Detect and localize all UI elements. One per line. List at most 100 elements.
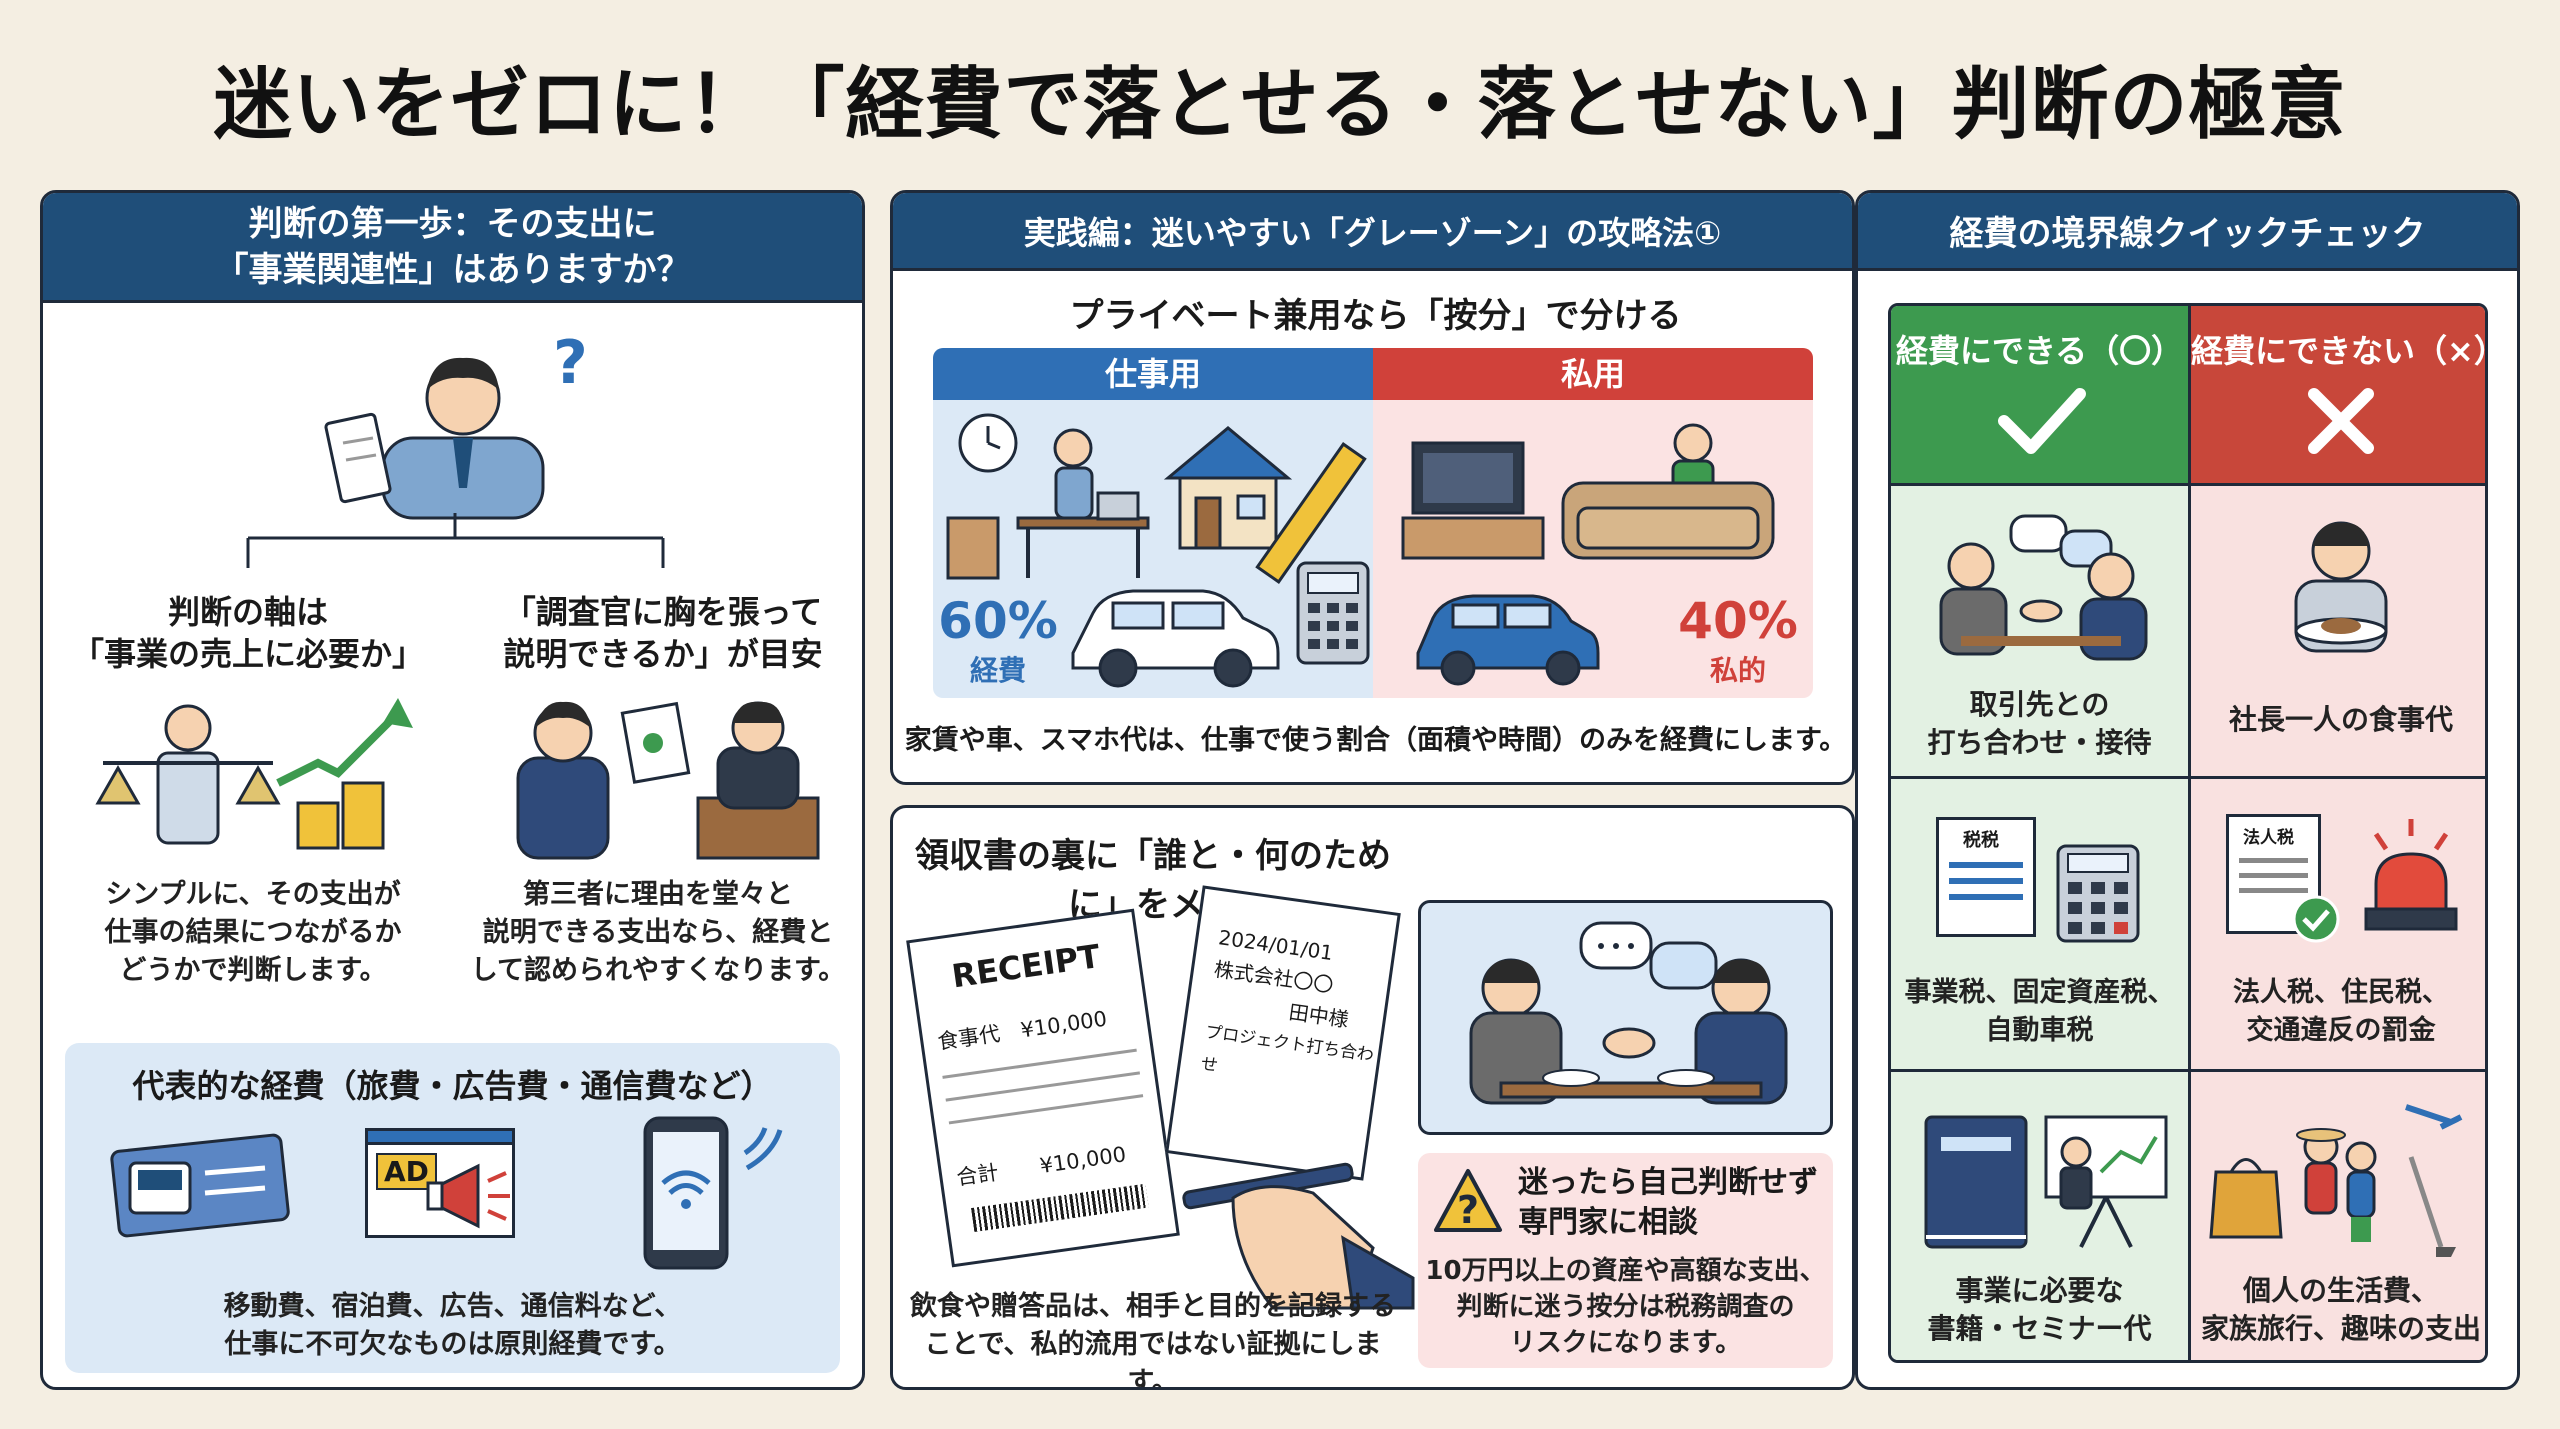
rep-desc: 移動費、宿泊費、広告、通信料など、 仕事に不可欠なものは原則経費です。 <box>65 1288 840 1364</box>
rep-line1: 移動費、宿泊費、広告、通信料など、 <box>223 1291 682 1322</box>
tax-document-icon: 税税 <box>1936 817 2036 937</box>
seminar-presentation-icon <box>2044 1115 2168 1248</box>
ng-row-2: 法人税 法人税、住民税、 交通違反の罰金 <box>2191 779 2485 1072</box>
ok-column-header: 経費にできる（〇） <box>1891 306 2191 486</box>
svg-text:?: ? <box>1457 1188 1479 1232</box>
ok-row-2-line1: 事業税、固定資産税、 <box>1904 977 2175 1008</box>
private-pct-value: 40% <box>1678 592 1798 650</box>
desc2-line1: 第三者に理由を堂々と <box>523 879 793 910</box>
business-dinner-illustration <box>1418 900 1833 1135</box>
ok-row-1: 取引先との 打ち合わせ・接待 <box>1891 486 2191 779</box>
ad-label: AD <box>376 1153 437 1190</box>
calculator-icon <box>2056 844 2140 943</box>
ok-row-2-text: 事業税、固定資産税、 自動車税 <box>1891 974 2188 1050</box>
ng-row-2-line1: 法人税、住民税、 <box>2233 977 2449 1008</box>
desc2-line3: して認められやすくなります。 <box>470 955 846 986</box>
warn-text-line3: リスクになります。 <box>1509 1328 1742 1358</box>
work-percentage: 60% 経費 <box>938 593 1058 689</box>
ng-row-1-line1: 社長一人の食事代 <box>2228 703 2453 736</box>
cross-icon <box>2308 388 2374 454</box>
thinking-person-icon: ? <box>324 328 588 520</box>
ok-row-3-line1: 事業に必要な <box>1955 1274 2124 1307</box>
checkmark-badge-icon <box>2292 895 2340 943</box>
desc2-line2: 説明できる支出なら、経費と <box>482 917 834 948</box>
warn-title: 迷ったら自己判断せず 専門家に相談 <box>1518 1163 1818 1243</box>
ng-row-2-line2: 交通違反の罰金 <box>2246 1015 2436 1046</box>
apportion-note: 家賃や車、スマホ代は、仕事で使う割合（面積や時間）のみを経費にします。 <box>904 725 1847 756</box>
memo-note-line2: ことで、私的流用ではない証拠にします。 <box>924 1329 1382 1390</box>
axis1-line1: 判断の軸は <box>167 593 328 631</box>
ng-row-3: 個人の生活費、 家族旅行、趣味の支出 <box>2191 1072 2485 1360</box>
private-label: 私用 <box>1373 348 1813 400</box>
receipt-title: RECEIPT <box>949 937 1103 996</box>
megaphone-icon <box>426 1163 510 1229</box>
desc1-line3: どうかで判断します。 <box>119 955 387 986</box>
page-title: 迷いをゼロに！「経費で落とせる・落とせない」判断の極意 <box>213 60 2347 150</box>
axis2-line1: 「調査官に胸を張って <box>503 593 823 631</box>
warn-text-line2: 判断に迷う按分は税務調査の <box>1456 1292 1795 1322</box>
ok-row-1-line2: 打ち合わせ・接待 <box>1927 726 2152 759</box>
ok-header-label: 経費にできる（〇） <box>1895 332 2184 370</box>
ok-row-3-line2: 書籍・セミナー代 <box>1927 1312 2152 1345</box>
ad-billboard: AD <box>365 1128 515 1238</box>
smartphone-wifi-icon <box>643 1116 783 1270</box>
ng-row-3-line1: 個人の生活費、 <box>2242 1274 2439 1307</box>
axis1-label: 判断の軸は 「事業の売上に必要か」 <box>53 591 443 675</box>
corp-doc-label: 法人税 <box>2243 828 2294 848</box>
tax-doc-label: 税税 <box>1963 830 1999 851</box>
private-percentage: 40% 私的 <box>1673 593 1803 689</box>
police-siren-icon <box>2364 819 2458 931</box>
book-icon <box>1924 1115 2028 1249</box>
ng-row-1-text: 社長一人の食事代 <box>2191 701 2485 739</box>
work-label: 仕事用 <box>933 348 1373 400</box>
handshake-meeting-icon <box>1469 921 1788 1105</box>
rep-title: 代表的な経費（旅費・広告費・通信費など） <box>132 1067 773 1105</box>
ng-row-3-text: 個人の生活費、 家族旅行、趣味の支出 <box>2191 1272 2485 1348</box>
representative-expenses-box: 代表的な経費（旅費・広告費・通信費など） AD <box>65 1043 840 1373</box>
ok-row-2: 税税 事業税、固定資産税、 自動車税 <box>1891 779 2191 1072</box>
memo-note: 飲食や贈答品は、相手と目的を記録する ことで、私的流用ではない証拠にします。 <box>903 1288 1403 1390</box>
axis2-line2: 説明できるか」が目安 <box>503 635 823 673</box>
branch-lines <box>246 513 665 568</box>
scale-and-coins-icon <box>95 698 413 850</box>
axis2-label: 「調査官に胸を張って 説明できるか」が目安 <box>463 591 862 675</box>
family-travel-icon <box>2209 1104 2463 1257</box>
left-header-line2: 「事業関連性」はありますか？ <box>214 249 691 290</box>
axis1-line2: 「事業の売上に必要か」 <box>71 635 424 673</box>
home-office-icon <box>946 413 1367 584</box>
right-panel-header: 経費の境界線クイックチェック <box>1858 193 2517 271</box>
warn-text: 10万円以上の資産や高額な支出、 判断に迷う按分は税務調査の リスクになります。 <box>1418 1253 1833 1361</box>
work-pct-label: 経費 <box>969 654 1026 687</box>
business-meeting-icon <box>1939 514 2148 661</box>
solo-meal-icon <box>2294 521 2388 653</box>
warn-title-line1: 迷ったら自己判断せず <box>1518 1165 1818 1200</box>
quick-check-table: 経費にできる（〇） 経費にできない（×） <box>1888 303 2488 1363</box>
desc1: シンプルに、その支出が 仕事の結果につながるか どうかで判断します。 <box>63 876 443 990</box>
warning-icon: ? <box>1434 1169 1502 1232</box>
ng-row-2-text: 法人税、住民税、 交通違反の罰金 <box>2191 974 2485 1050</box>
private-pct-label: 私的 <box>1709 654 1766 687</box>
memo-note-line1: 飲食や贈答品は、相手と目的を記録する <box>910 1291 1396 1322</box>
work-car-calculator-icon <box>1071 561 1370 688</box>
ok-row-3: 事業に必要な 書籍・セミナー代 <box>1891 1072 2191 1360</box>
svg-text:?: ? <box>553 328 588 398</box>
ng-column-header: 経費にできない（×） <box>2191 306 2488 486</box>
middle-top-panel: 実践編：迷いやすい「グレーゾーン」の攻略法① プライベート兼用なら「按分」で分け… <box>890 190 1855 785</box>
living-room-icon <box>1401 423 1775 686</box>
left-panel: 判断の第一歩：その支出に 「事業関連性」はありますか？ ? 判断の軸は 「事業の… <box>40 190 865 1390</box>
left-header-line1: 判断の第一歩：その支出に <box>248 203 657 244</box>
ok-row-3-text: 事業に必要な 書籍・セミナー代 <box>1891 1272 2188 1348</box>
left-panel-header: 判断の第一歩：その支出に 「事業関連性」はありますか？ <box>43 193 862 303</box>
ok-row-2-line2: 自動車税 <box>1985 1015 2094 1046</box>
work-pct-value: 60% <box>938 592 1058 650</box>
receipt-total: 合計 ¥10,000 <box>955 1142 1128 1190</box>
receipt-barcode <box>971 1183 1149 1232</box>
warn-title-line2: 専門家に相談 <box>1518 1205 1698 1240</box>
ng-header-label: 経費にできない（×） <box>2191 332 2488 370</box>
desc1-line1: シンプルに、その支出が <box>105 879 401 910</box>
desc2: 第三者に理由を堂々と 説明できる支出なら、経費と して認められやすくなります。 <box>458 876 858 990</box>
apportion-subtitle: プライベート兼用なら「按分」で分ける <box>1069 296 1682 336</box>
hand-writing-pen-icon <box>1182 1162 1415 1310</box>
warn-text-line1: 10万円以上の資産や高額な支出、 <box>1425 1256 1826 1286</box>
rep-line2: 仕事に不可欠なものは原則経費です。 <box>224 1329 681 1360</box>
